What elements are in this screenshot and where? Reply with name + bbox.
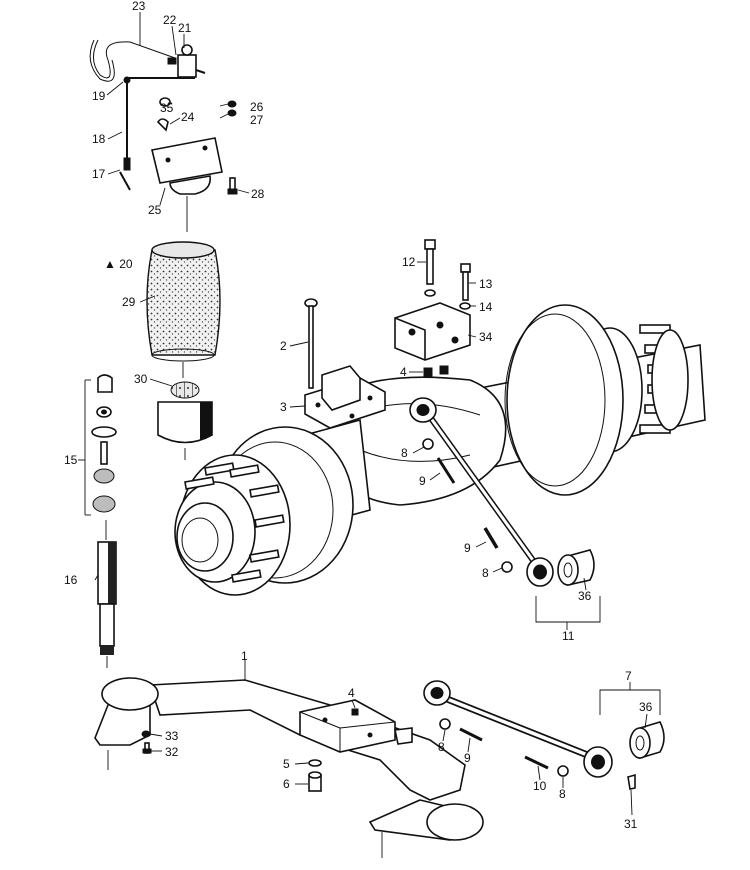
callout-9-b: 9 [464,541,471,555]
piston-30 [157,381,213,460]
air-spring-29 [146,241,221,378]
callout-26: 26 [250,100,264,114]
callout-20: ▲ 20 [104,257,133,271]
callout-3: 3 [280,400,287,414]
callout-34: 34 [479,330,493,344]
subframe-1 [94,677,484,858]
callout-2: 2 [280,339,287,353]
callout-labels: 1 2 3 4 4 5 6 7 8 8 8 8 9 9 9 10 11 12 1… [64,0,653,831]
callout-25: 25 [148,203,162,217]
air-line-23 [89,39,176,82]
bolt-28 [227,177,238,195]
lower-torque-rod-7 [423,680,613,778]
callout-9-c: 9 [464,751,471,765]
callout-7: 7 [625,669,632,683]
upper-torque-rod [409,397,554,587]
callout-33: 33 [165,729,179,743]
callout-11: 11 [562,629,575,643]
callout-5: 5 [283,757,290,771]
bolts-12-13 [424,239,471,310]
nuts-26-27 [227,100,237,117]
shock-absorber-16 [97,520,117,668]
bracket-34 [394,302,471,361]
linkage-19-18-17 [119,76,195,191]
upper-rod-fasteners [422,438,513,573]
clips-35-24 [156,97,171,132]
callout-24: 24 [181,110,195,124]
callout-27: 27 [250,113,264,127]
callout-28: 28 [251,187,265,201]
callout-31: 31 [624,817,638,831]
washer-5-spacer-6 [308,759,322,792]
callout-8-b: 8 [482,566,489,580]
callout-1: 1 [241,649,248,663]
clip-31 [627,773,636,790]
callout-10: 10 [533,779,547,793]
callout-4-upper: 4 [400,365,407,379]
callout-21: 21 [178,21,192,35]
lower-rod-fasteners [439,718,569,777]
left-hub-studs [184,462,285,583]
callout-4-lower: 4 [348,686,355,700]
bracket-3 [304,365,386,429]
callout-23: 23 [132,0,146,13]
callout-13: 13 [479,277,493,291]
bushing-stack-15 [78,374,117,516]
brackets [535,596,661,715]
callout-6: 6 [283,777,290,791]
callout-18: 18 [92,132,106,146]
callout-9-a: 9 [419,474,426,488]
callout-8-a: 8 [401,446,408,460]
callout-17: 17 [92,167,106,181]
callout-30: 30 [134,372,148,386]
callout-8-c: 8 [438,740,445,754]
callout-22: 22 [163,13,177,27]
callout-19: 19 [92,89,106,103]
callout-16: 16 [64,573,78,587]
bushing-36-upper [557,549,595,587]
callout-36-lower: 36 [639,700,653,714]
callout-32: 32 [165,745,179,759]
bolt-2 [304,298,318,389]
fasteners-32-33 [141,730,152,754]
callout-36-upper: 36 [578,589,592,603]
bushing-36-lower [629,721,665,760]
callout-15: 15 [64,453,78,467]
valve-21 [167,44,206,78]
nuts-4-upper [423,365,449,377]
callout-35: 35 [160,101,174,115]
callout-14: 14 [479,300,493,314]
callout-8-d: 8 [559,787,566,801]
callout-12: 12 [402,255,416,269]
plate-25 [151,137,223,232]
callout-29: 29 [122,295,136,309]
leader-lines [94,12,648,816]
